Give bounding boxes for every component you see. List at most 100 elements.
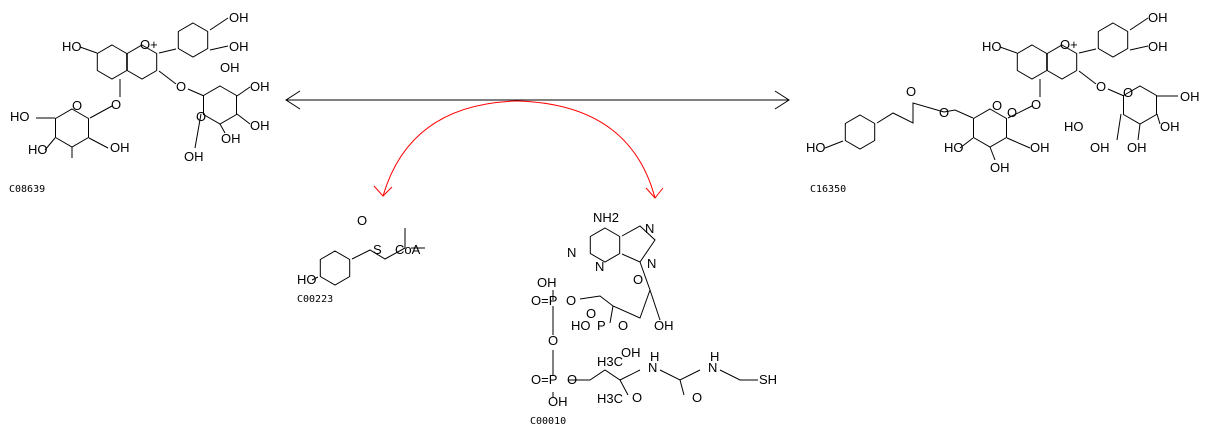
atom-label: NH2 [593, 210, 619, 225]
bond [943, 109, 974, 119]
atom-label: SH [759, 372, 777, 387]
atom-label: OH [221, 131, 241, 146]
bond [236, 113, 251, 125]
ring [1097, 22, 1129, 58]
atom-label: OH [1180, 89, 1200, 104]
atom-label: OH [537, 275, 557, 290]
atom-label: OH [1160, 119, 1180, 134]
atom-label: O+ [140, 37, 158, 52]
atom-label: OH [1090, 140, 1110, 155]
bond [679, 379, 685, 396]
ring [844, 114, 876, 150]
atom-label: S [373, 242, 382, 257]
atom-label: O=P [531, 293, 557, 308]
bond [1078, 48, 1097, 54]
atom-label: N [595, 259, 604, 274]
atom-label: O [939, 105, 949, 120]
atom-label: O [176, 79, 186, 94]
atom-label: H3C [597, 391, 623, 406]
atom-label: H [650, 349, 659, 364]
compound-c00223[interactable]: HO O S CoA C00223 [297, 213, 421, 305]
atom-label: O [566, 293, 576, 308]
ring [589, 227, 621, 263]
ring [126, 44, 158, 80]
atom-label: O [196, 109, 206, 124]
atom-label: O [992, 98, 1002, 113]
atom-label: H3C [597, 354, 623, 369]
atom-label: HO [982, 39, 1002, 54]
atom-label: O [632, 390, 642, 405]
arc-to-c00223 [382, 100, 518, 197]
bond [876, 102, 945, 124]
bond [649, 289, 661, 321]
bond [187, 88, 205, 97]
atom-label: O [111, 97, 121, 112]
bond [79, 46, 98, 54]
atom-label: HO [62, 39, 82, 54]
bond [44, 137, 56, 151]
bond [209, 45, 229, 51]
arrowhead-left-icon [285, 90, 301, 110]
bond [158, 70, 177, 85]
bond [1116, 113, 1122, 141]
compound-id[interactable]: C00010 [530, 416, 566, 427]
ring [319, 250, 351, 286]
atom-label: OH [1148, 10, 1168, 25]
atom-label: N [567, 245, 576, 260]
bond [1006, 137, 1031, 149]
atom-label: CoA [395, 242, 421, 257]
atom-label: O [633, 272, 643, 287]
bond [824, 140, 844, 149]
atom-label: OH [621, 345, 641, 360]
atom-label: OH [1030, 140, 1050, 155]
bond [959, 137, 974, 149]
atom-label: OH [250, 79, 270, 94]
compound-c08639[interactable]: HO O+ OH OH O O OH OH OH O OH HO O HO OH… [9, 10, 270, 195]
bond [1137, 123, 1141, 141]
arrowhead-down-icon [645, 187, 664, 199]
arrowhead-right-icon [774, 90, 790, 110]
ring [177, 22, 209, 58]
atom-label: OH [229, 10, 249, 25]
atom-label: O [1096, 79, 1106, 94]
bond [659, 369, 701, 381]
bond [1078, 70, 1097, 85]
atom-label: OH [548, 394, 568, 409]
atom-label: OH [250, 118, 270, 133]
atom-label: OH [220, 60, 240, 75]
bond [194, 113, 202, 149]
atom-label: OH [1127, 140, 1147, 155]
bond [311, 276, 319, 281]
atom-label: OH [990, 160, 1010, 175]
bond [158, 48, 177, 54]
atom-label: O [548, 333, 558, 348]
compound-id[interactable]: C00223 [297, 294, 333, 305]
compound-c00010[interactable]: NH2 N N N N O OH O=P O O HO P O OH O O=P… [530, 210, 777, 427]
bond [619, 379, 629, 396]
bond [719, 369, 758, 381]
atom-label: HO [944, 140, 964, 155]
atom-label: O [1123, 85, 1133, 100]
arc-to-c00010 [516, 100, 656, 199]
atom-label: OH [1148, 39, 1168, 54]
atom-label: H [710, 349, 719, 364]
atom-label: O [72, 98, 82, 113]
compound-c16350[interactable]: HO O+ OH OH O O OH OH OH O OH HO O O HO … [806, 10, 1200, 195]
bond [1129, 45, 1149, 51]
atom-label: HO [10, 109, 30, 124]
atom-label: P [597, 318, 606, 333]
compound-id[interactable]: C16350 [810, 184, 846, 195]
atom-label: N [708, 360, 717, 375]
atom-label: OH [654, 318, 674, 333]
bond-lines [36, 17, 1178, 398]
arrowhead-down-icon [373, 185, 393, 197]
bond [209, 17, 229, 31]
ring [1016, 44, 1048, 80]
bond [236, 86, 251, 97]
cofactor-arrows [373, 100, 664, 199]
bond [579, 261, 651, 319]
sugar-ring [973, 108, 1007, 148]
compound-id[interactable]: C08639 [9, 184, 45, 195]
atom-label: HO [806, 140, 826, 155]
